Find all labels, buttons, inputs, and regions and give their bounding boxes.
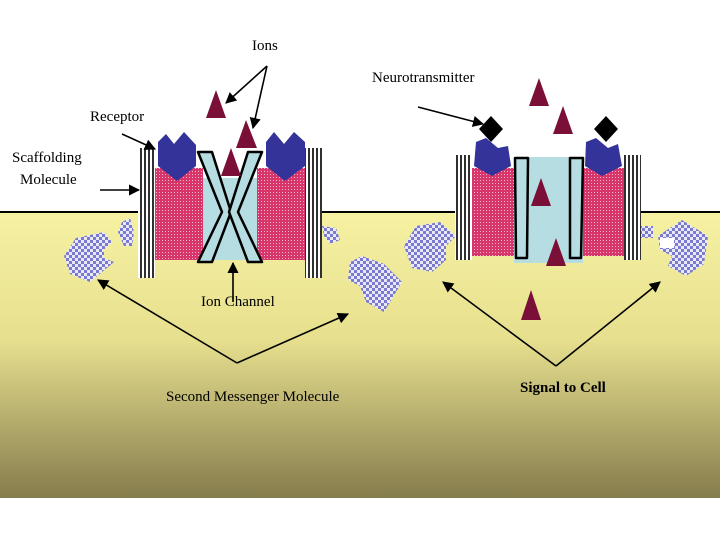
membrane-protein [583, 168, 624, 256]
neurotransmitter-arrow [418, 107, 483, 124]
receptor-label: Receptor [90, 109, 144, 125]
scaffold-molecule [455, 155, 472, 260]
membrane-protein [472, 168, 514, 256]
ion-triangle-icon [206, 90, 226, 118]
scaffold-molecule [305, 148, 322, 278]
ions-arrow [226, 66, 267, 103]
ions-label: Ions [252, 38, 278, 54]
ion-triangle-icon [221, 148, 241, 176]
membrane-protein [257, 168, 305, 260]
receptor-arrow [122, 134, 155, 149]
second-messenger-blob-icon [660, 238, 674, 248]
neurotransmitter-diamond-icon [594, 116, 618, 142]
ions-arrow [253, 66, 267, 128]
scaffold-molecule [138, 148, 155, 278]
ion-triangle-icon [553, 106, 573, 134]
neurotransmitter-diamond-icon [479, 116, 503, 142]
second-messenger-label: Second Messenger Molecule [166, 389, 340, 405]
scaffolding-label-line2: Molecule [20, 172, 77, 188]
neurotransmitter-label: Neurotransmitter [372, 70, 474, 86]
signal-to-cell-label: Signal to Cell [520, 380, 606, 396]
second-messenger-blob-icon [641, 226, 653, 238]
ion-triangle-icon [529, 78, 549, 106]
membrane-protein [155, 168, 203, 260]
channel-gate-right [570, 158, 583, 258]
channel-gate-left [515, 158, 528, 258]
scaffold-molecule [624, 155, 641, 260]
scaffolding-label-line1: Scaffolding [12, 150, 82, 166]
ion-channel-label: Ion Channel [201, 294, 275, 310]
